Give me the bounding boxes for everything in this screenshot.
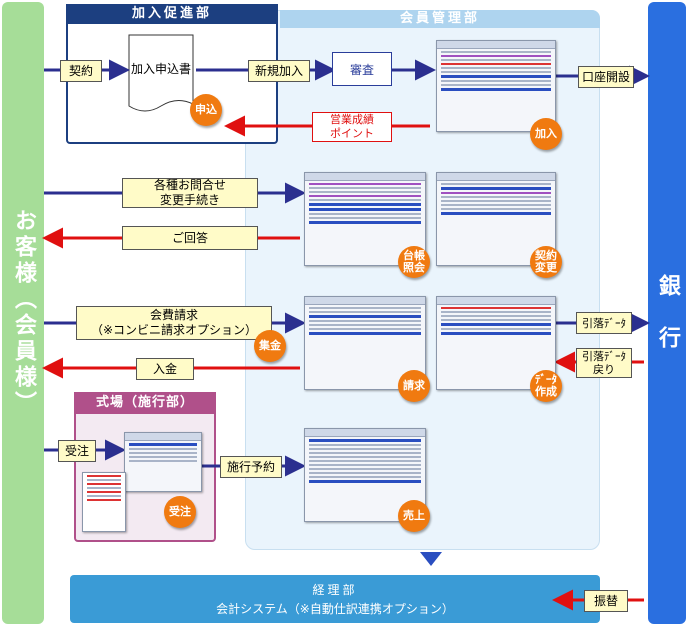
application-form-document [128,34,194,112]
badge-ledger: 台帳 照会 [398,246,430,278]
label-contract: 契約 [60,60,102,82]
badge-order: 受注 [164,496,196,528]
arrow-to-accounting [420,552,442,566]
label-order: 受注 [58,440,96,462]
accounting-section: 経理部 会計システム（※自動仕訳連携オプション） [70,575,600,623]
label-answer: ご回答 [122,226,258,250]
customer-label: お客様（会員様） [11,209,36,417]
review-box: 審査 [332,52,392,86]
label-inquiry: 各種お問合せ 変更手続き [122,178,258,208]
badge-contract-change: 契約 変更 [530,246,562,278]
label-new-join: 新規加入 [248,60,310,82]
badge-collection: 集金 [254,330,286,362]
label-debit-return: 引落ﾃﾞｰﾀ 戻り [576,348,632,378]
screen-order-front [124,432,202,492]
badge-application: 申込 [190,94,222,126]
venue-title: 式場（施行部） [74,392,216,414]
accounting-subtitle: 会計システム（※自動仕訳連携オプション） [216,602,454,616]
badge-join: 加入 [530,118,562,150]
badge-data-creation: ﾃﾞｰﾀ 作成 [530,370,562,402]
badge-sales: 売上 [398,500,430,532]
application-form-label: 加入申込書 [130,62,191,76]
sales-points-box: 営業成績 ポイント [312,112,392,142]
customer-bar: お客様（会員様） [2,2,44,624]
accounting-title: 経理部 [312,583,358,597]
label-transfer: 振替 [584,590,628,612]
badge-billing: 請求 [398,370,430,402]
label-debit-data: 引落ﾃﾞｰﾀ [576,312,632,334]
label-deposit: 入金 [136,358,194,380]
member-management-title: 会員管理部 [280,10,600,28]
screen-sales [304,428,426,522]
screen-billing [304,296,426,390]
screen-enrollment [436,40,556,132]
label-reservation: 施行予約 [220,456,282,478]
bank-bar: 銀 行 [648,2,686,624]
bank-label: 銀 行 [655,274,680,352]
label-account-opening: 口座開設 [578,66,634,88]
screen-order-form [82,472,126,532]
label-billing: 会費請求 （※コンビニ請求オプション） [76,306,272,340]
enrollment-title: 加入促進部 [66,4,278,24]
